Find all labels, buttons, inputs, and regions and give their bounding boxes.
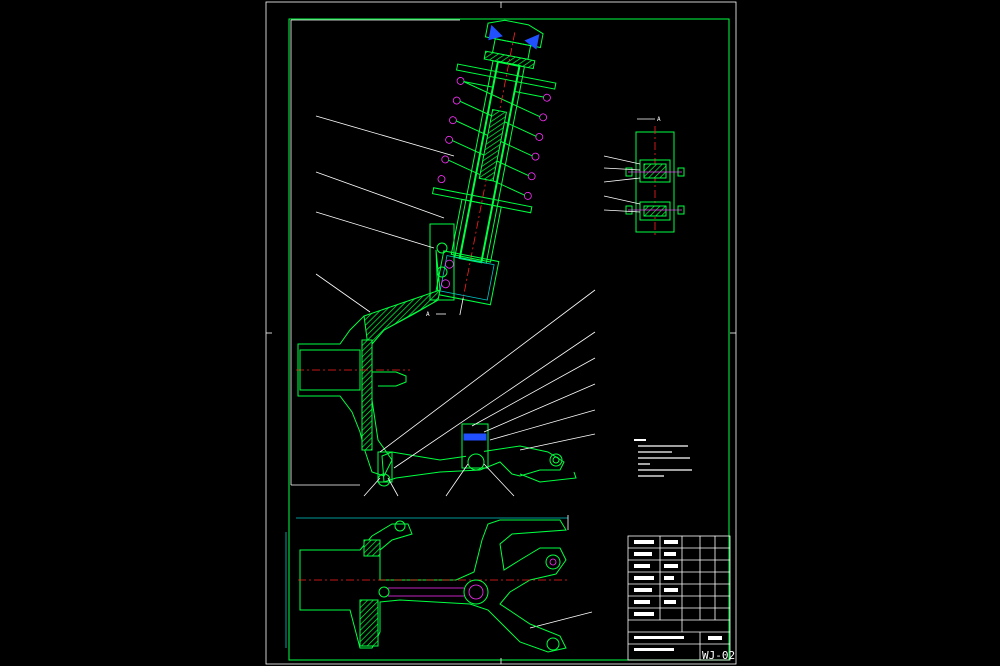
strut-assembly <box>431 19 557 316</box>
steering-knuckle <box>296 223 455 477</box>
lower-control-arm <box>377 423 577 487</box>
section-detail-view <box>603 126 685 238</box>
plan-view <box>298 519 570 653</box>
section-marks: A A <box>426 116 661 318</box>
sheet-frame <box>265 1 737 665</box>
section-label-lower: A <box>426 311 430 318</box>
top-bearing-left <box>488 24 503 41</box>
title-block: WJ-02 <box>627 535 735 662</box>
leader-lines <box>315 115 596 629</box>
drawing-number: WJ-02 <box>702 649 735 662</box>
technical-notes <box>634 439 692 477</box>
dimension-lines <box>285 19 569 648</box>
top-bearing-right <box>524 34 540 50</box>
section-label-detail: A <box>657 116 661 123</box>
